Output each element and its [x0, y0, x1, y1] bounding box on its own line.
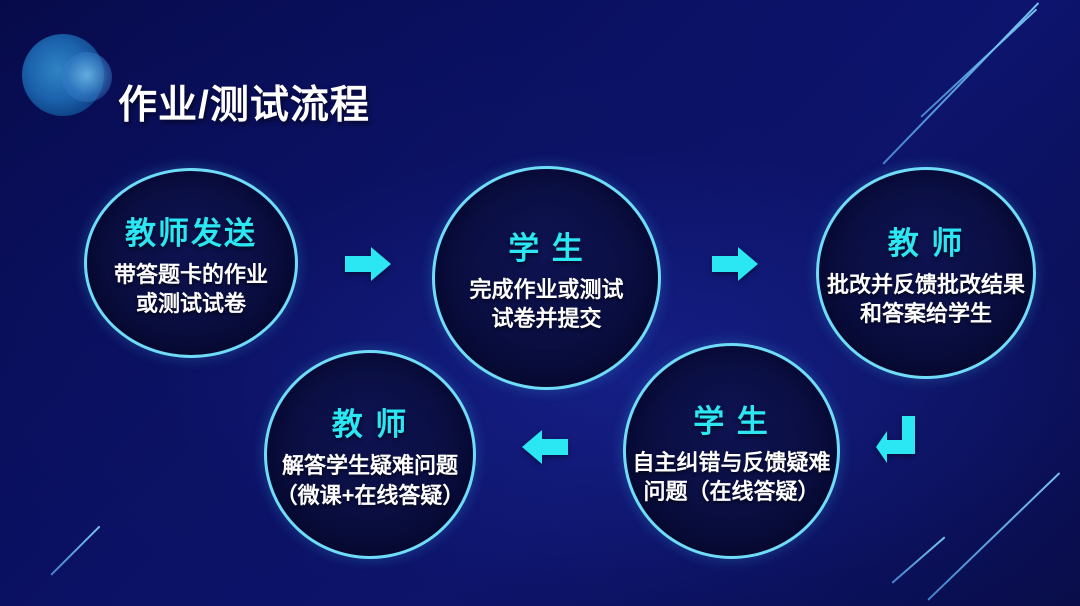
corner-line-top-right-short — [920, 8, 1038, 118]
node-role-label: 学 生 — [693, 403, 770, 439]
node-text-line: 完成作业或测试 — [469, 276, 624, 302]
return-arrow-icon — [876, 416, 917, 464]
flow-node-student-complete: 学 生 完成作业或测试 试卷并提交 — [432, 166, 661, 390]
node-text-line: 自主纠错与反馈疑难 — [632, 449, 831, 475]
node-text-line: 试卷并提交 — [491, 306, 602, 331]
node-text-line: 问题（在线答疑） — [643, 479, 820, 504]
node-text-line: 解答学生疑难问题 — [281, 453, 458, 479]
right-arrow-icon — [712, 247, 758, 281]
flow-node-student-correct: 学 生 自主纠错与反馈疑难 问题（在线答疑） — [623, 343, 840, 559]
page-title: 作业/测试流程 — [118, 84, 370, 128]
flow-node-teacher-answer: 教 师 解答学生疑难问题 （微课+在线答疑） — [264, 350, 476, 559]
flow-node-teacher-send: 教师发送 带答题卡的作业 或测试试卷 — [84, 168, 298, 358]
node-text-line: （微课+在线答疑） — [275, 482, 465, 508]
node-role-label: 学 生 — [508, 230, 585, 266]
right-arrow-icon — [345, 247, 391, 281]
corner-line-bottom-left — [50, 525, 101, 576]
node-text-line: 带答题卡的作业 — [113, 261, 268, 287]
node-text-line: 和答案给学生 — [859, 301, 992, 326]
corner-line-bottom-right-short — [891, 536, 946, 584]
node-role-label: 教 师 — [331, 407, 409, 443]
left-arrow-icon — [522, 430, 568, 464]
corner-line-bottom-right-long — [927, 472, 1061, 601]
flow-node-teacher-grade: 教 师 批改并反馈批改结果 和答案给学生 — [816, 167, 1036, 379]
node-text-line: 或测试试卷 — [135, 291, 246, 316]
node-text-line: 批改并反馈批改结果 — [826, 271, 1025, 297]
node-role-label: 教师发送 — [125, 215, 257, 251]
title-deco-circle-small — [62, 52, 112, 102]
node-role-label: 教 师 — [887, 225, 965, 261]
